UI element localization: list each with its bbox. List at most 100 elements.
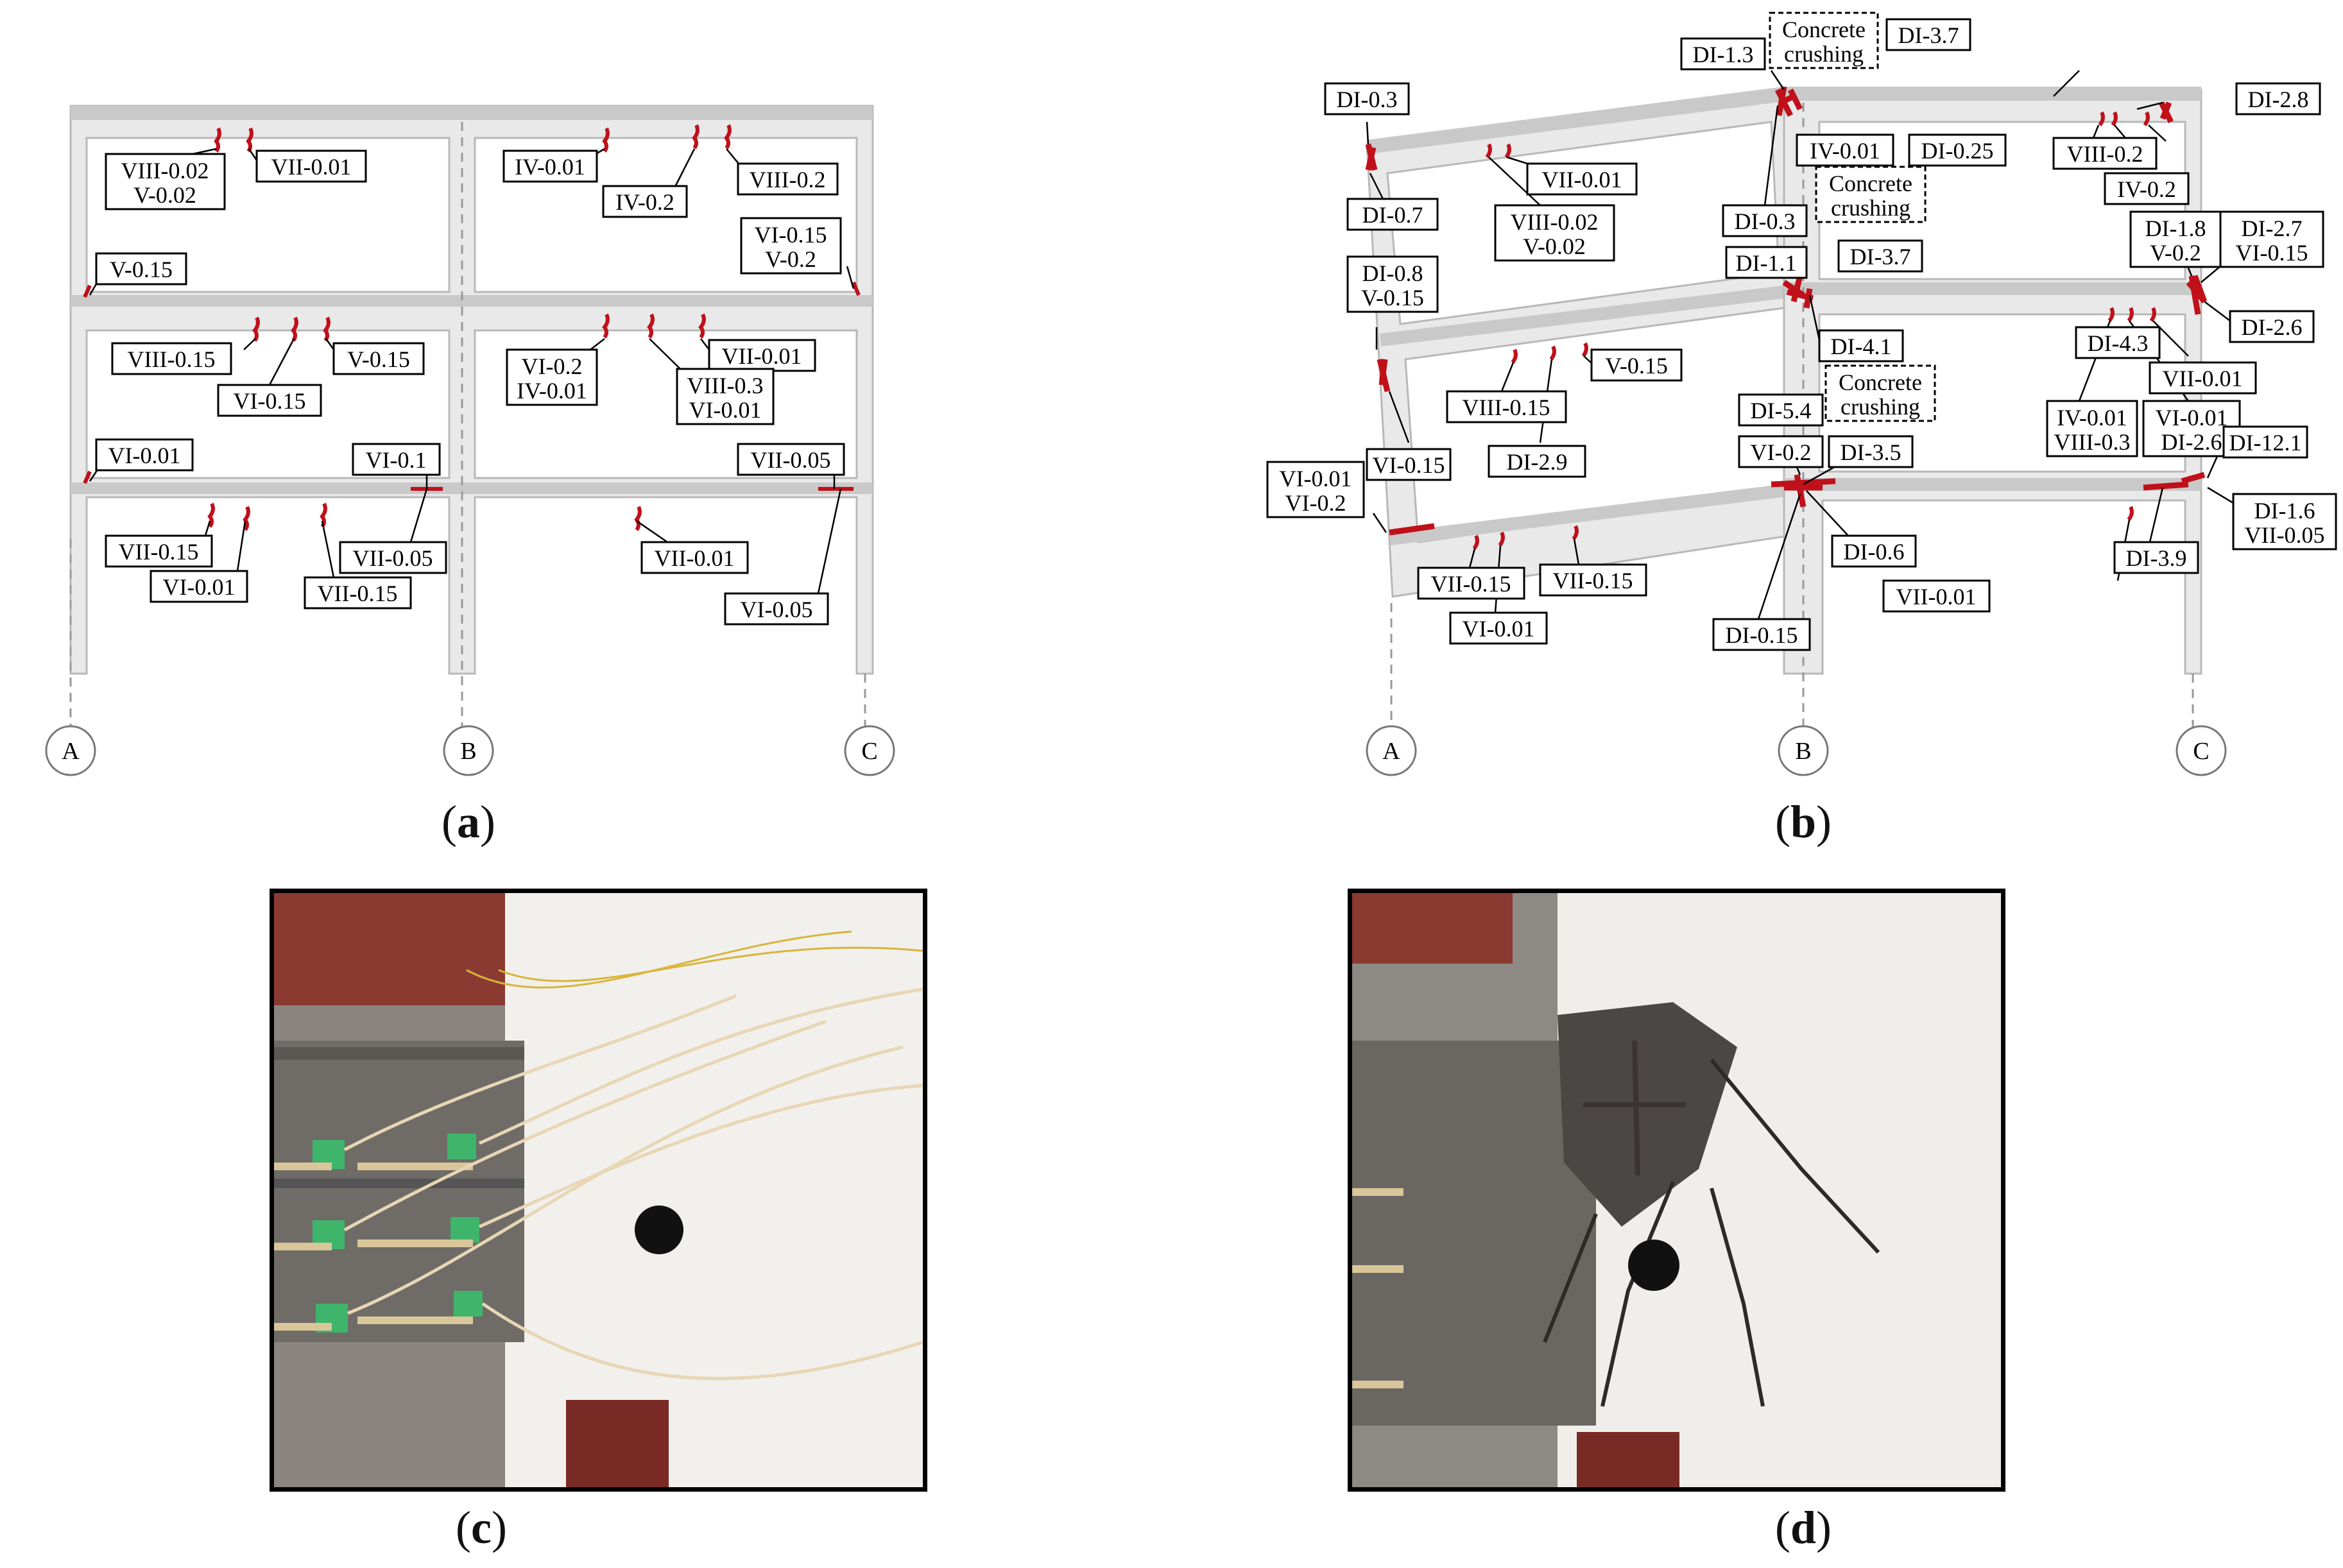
- beam-crack: [274, 1047, 524, 1060]
- label-text: DI-0.3: [1337, 87, 1398, 112]
- label-box: DI-2.9: [1488, 445, 1586, 478]
- axis-label: C: [861, 738, 877, 765]
- label-text: IV-0.01: [1810, 138, 1880, 164]
- axis-label: B: [460, 738, 476, 765]
- label-text: VIII-0.02: [121, 158, 209, 183]
- label-box: VI-0.01 VI-0.2: [1266, 461, 1365, 518]
- label-box: VII-0.01: [1882, 579, 1991, 613]
- axis-bubble-b: B: [1778, 725, 1829, 776]
- label-box: DI-5.4: [1738, 393, 1824, 427]
- label-box: IV-0.2: [2104, 172, 2190, 205]
- crack-marks: [83, 124, 861, 531]
- axis-label: A: [1382, 738, 1400, 765]
- label-text: VII-0.15: [119, 539, 199, 565]
- label-text: IV-0.2: [615, 189, 674, 215]
- slabs: [71, 106, 873, 494]
- label-box: DI-12.1: [2222, 425, 2308, 459]
- label-text: VI-0.15: [755, 222, 827, 248]
- caption-letter: c: [471, 1502, 492, 1553]
- label-box: DI-0.3: [1324, 82, 1410, 115]
- label-text: VII-0.05: [751, 447, 831, 473]
- label-text: V-0.2: [2150, 240, 2201, 266]
- label-box: VIII-0.2: [2052, 137, 2158, 170]
- label-text: V-0.15: [1605, 353, 1668, 379]
- yellow-wires: [466, 930, 923, 989]
- label-box: DI-0.3: [1722, 204, 1808, 237]
- label-box: DI-4.3: [2075, 326, 2161, 359]
- label-box: DI-0.25: [1908, 133, 2007, 167]
- label-box: VI-0.01: [1449, 611, 1548, 645]
- label-text: IV-0.01: [515, 154, 585, 180]
- label-box: V-0.15: [1590, 348, 1683, 382]
- photo-c-instrumented-joint: [270, 889, 927, 1492]
- label-box: DI-3.7: [1885, 18, 1971, 51]
- axis-label: C: [2193, 738, 2209, 765]
- label-text: Concrete: [1829, 171, 1912, 196]
- label-text: DI-1.1: [1736, 250, 1797, 276]
- label-box: VII-0.01: [640, 541, 749, 574]
- label-text: VI-0.2: [1751, 439, 1812, 465]
- label-box: VI-0.05: [724, 592, 829, 626]
- cracks: [1543, 1059, 1880, 1407]
- panel-a-undamaged-frame: VIII-0.02 V-0.02 VII-0.01 IV-0.01 IV-0.2…: [0, 0, 1155, 796]
- label-text: VII-0.05: [353, 545, 433, 571]
- label-box: VI-0.15: [217, 384, 322, 417]
- label-text: DI-2.7: [2242, 216, 2303, 241]
- label-text: VIII-0.3: [2054, 429, 2131, 455]
- label-text: DI-0.15: [1726, 622, 1798, 648]
- label-text: VI-0.01: [1280, 466, 1352, 491]
- label-box: VIII-0.3 VI-0.01: [676, 368, 775, 425]
- label-box: DI-3.7: [1837, 239, 1923, 273]
- label-text: V-0.2: [765, 246, 816, 272]
- label-text: DI-5.4: [1751, 398, 1812, 423]
- axis-label: A: [62, 738, 80, 765]
- label-box: VIII-0.02 V-0.02: [105, 153, 226, 210]
- label-text: VI-0.01: [163, 574, 236, 600]
- label-text: VII-0.15: [1431, 571, 1511, 597]
- axis-bubble-a: A: [1366, 725, 1417, 776]
- heavy-cracks: [1365, 86, 2208, 536]
- label-text: VII-0.01: [655, 545, 735, 571]
- label-box: DI-3.9: [2113, 541, 2199, 574]
- label-text: DI-2.6: [2161, 429, 2222, 455]
- label-box-dashed: Concrete crushing: [1815, 166, 1927, 223]
- label-box: VII-0.01: [1526, 162, 1638, 196]
- label-text: VIII-0.2: [2067, 141, 2143, 167]
- label-text: DI-1.3: [1693, 42, 1754, 67]
- label-text: VIII-0.3: [687, 373, 764, 398]
- concrete-beam: [1352, 1041, 1596, 1426]
- axis-label: B: [1795, 738, 1811, 765]
- label-box: VIII-0.02 V-0.02: [1494, 204, 1615, 262]
- label-text: VI-0.01: [108, 443, 181, 468]
- label-text: V-0.02: [133, 182, 196, 208]
- label-box: VII-0.05: [737, 443, 845, 476]
- label-box: VII-0.01: [708, 339, 816, 372]
- caption-letter: d: [1790, 1502, 1817, 1553]
- label-box: V-0.15: [332, 342, 425, 375]
- brick-block: [566, 1400, 669, 1487]
- label-text: crushing: [1841, 394, 1920, 420]
- label-text: VIII-0.2: [750, 167, 826, 192]
- label-text: VII-0.01: [271, 154, 352, 180]
- label-text: VI-0.01: [2156, 405, 2228, 430]
- label-box: DI-0.7: [1346, 198, 1439, 231]
- label-text: DI-0.7: [1362, 202, 1423, 228]
- label-text: VI-0.2: [522, 354, 583, 379]
- axis-bubble-b: B: [443, 725, 494, 776]
- label-text: DI-0.6: [1844, 539, 1905, 565]
- label-text: crushing: [1784, 41, 1864, 67]
- label-box: DI-2.7 VI-0.15: [2219, 210, 2324, 268]
- label-text: Concrete: [1839, 370, 1922, 395]
- label-box: DI-0.6: [1831, 534, 1917, 568]
- label-text: DI-0.3: [1735, 209, 1796, 234]
- strain-gauges: [274, 1163, 473, 1331]
- label-box-dashed: Concrete crushing: [1824, 364, 1936, 422]
- label-box: V-0.15: [95, 252, 187, 285]
- label-box: VII-0.05: [339, 541, 447, 574]
- damaged-joint-illustration: [1352, 893, 2001, 1487]
- label-box: VI-0.2: [1738, 435, 1824, 468]
- label-text: DI-2.8: [2248, 87, 2309, 112]
- label-box: VIII-0.15: [111, 342, 232, 375]
- label-box-dashed: Concrete crushing: [1769, 12, 1879, 69]
- label-box: IV-0.01 VIII-0.3: [2046, 400, 2138, 457]
